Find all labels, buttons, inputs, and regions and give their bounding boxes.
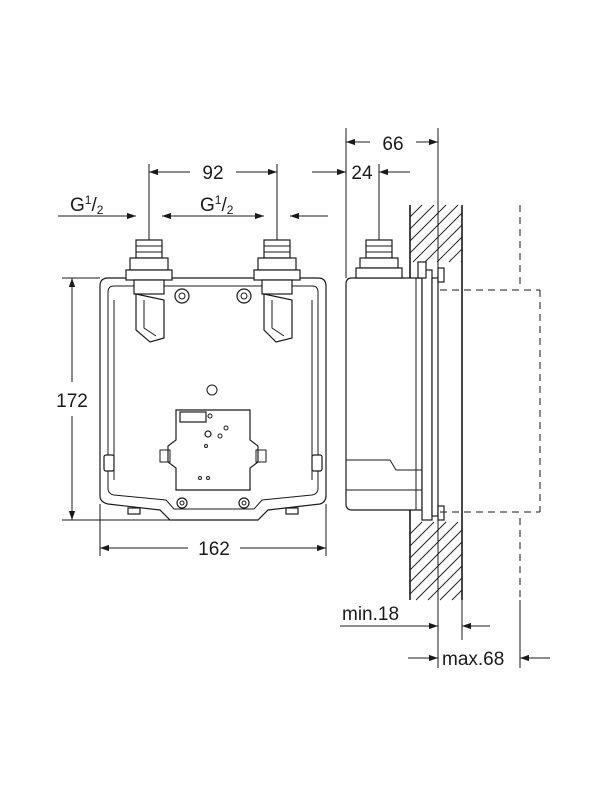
dimension-92: 92 — [148, 163, 278, 240]
dimension-66: 66 — [345, 128, 439, 278]
dimension-min18: min.18 — [340, 520, 490, 668]
wall-hatch-line — [409, 521, 459, 571]
wall-hatch-line — [448, 248, 463, 263]
dimension-162: 162 — [99, 504, 327, 560]
left-water-connector — [125, 239, 190, 343]
wall-hatch-line — [409, 529, 463, 583]
dim-min18-label: min.18 — [342, 604, 399, 625]
mounting-flange — [421, 269, 433, 521]
dimension-thread-right: G1/2 — [188, 193, 328, 220]
thread-right-label: G1/2 — [200, 193, 234, 217]
front-view — [99, 239, 327, 521]
housing-inner-outline — [107, 285, 319, 510]
cover-plate-outline — [440, 205, 541, 600]
dim-162-label: 162 — [198, 539, 230, 560]
dim-172-label: 172 — [56, 391, 88, 412]
housing-side — [345, 277, 423, 511]
wall-hatch-line — [460, 260, 463, 263]
wall-hatch-line — [451, 589, 463, 601]
side-view — [345, 204, 541, 601]
wall-hatch-line — [427, 565, 463, 601]
wall-hatch-line — [409, 541, 463, 595]
wall-hatch-line — [409, 204, 423, 218]
dim-max68-label: max.68 — [442, 649, 504, 670]
dim-92-label: 92 — [202, 163, 223, 184]
dimension-thread-left: G1/2 — [58, 193, 188, 220]
dimension-24: 24 — [312, 163, 410, 240]
wall-hatch-line — [424, 224, 463, 263]
side-water-connector — [355, 239, 403, 279]
dimension-max68: max.68 — [408, 600, 550, 670]
wall-hatch-line — [409, 521, 423, 535]
wall-hatch-line — [409, 521, 435, 547]
wall-hatch-line — [409, 204, 447, 242]
wall-hatch-line — [409, 521, 447, 559]
dim-24-label: 24 — [351, 163, 373, 184]
wall-hatch-line — [439, 577, 463, 601]
wall-hatch-line — [409, 204, 459, 254]
right-water-connector — [236, 239, 301, 343]
wall-hatch-line — [436, 236, 463, 263]
wall-hatch-line — [415, 553, 463, 601]
control-module — [159, 409, 267, 491]
dimension-172: 172 — [56, 277, 170, 521]
dim-66-label: 66 — [382, 134, 403, 155]
wall-hatch-line — [409, 204, 435, 230]
thread-left-label: G1/2 — [70, 193, 104, 217]
